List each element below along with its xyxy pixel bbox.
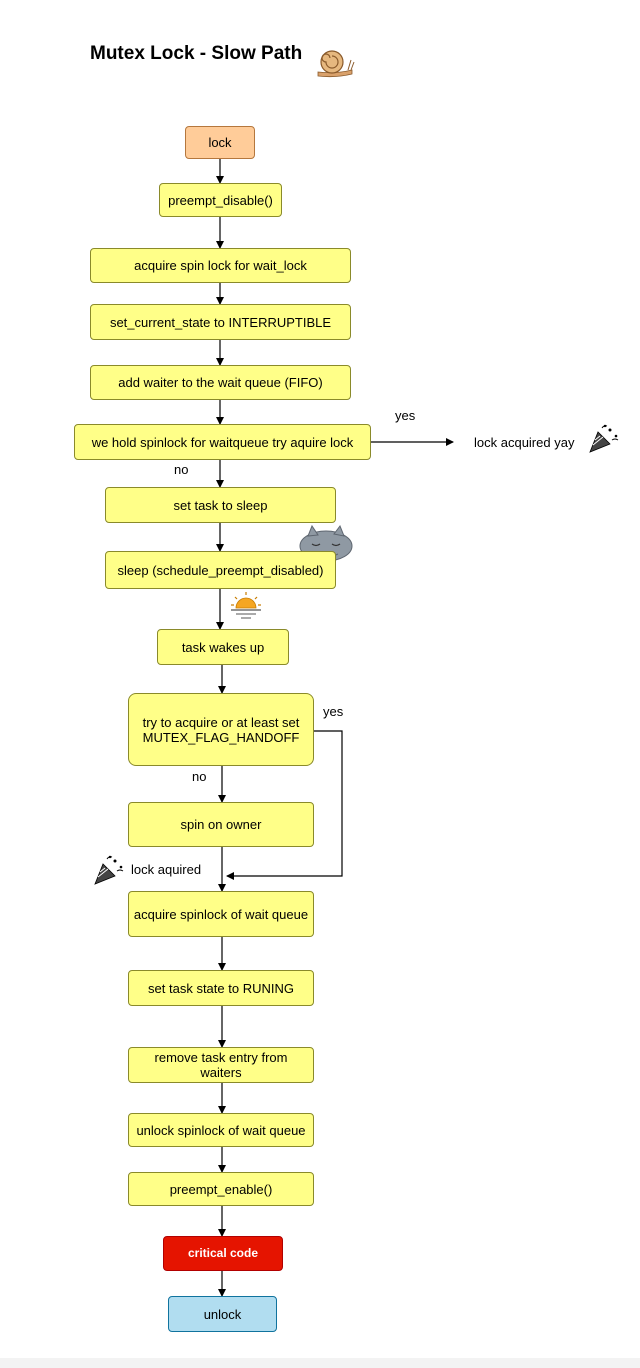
snail-icon xyxy=(317,50,355,78)
node-task-wakes-up: task wakes up xyxy=(157,629,289,665)
node-preempt-enable: preempt_enable() xyxy=(128,1172,314,1206)
node-preempt-disable: preempt_disable() xyxy=(159,183,282,217)
edge-label-no: no xyxy=(174,462,189,477)
diagram-title: Mutex Lock - Slow Path xyxy=(90,43,303,64)
edge-label-yes: yes xyxy=(395,408,416,423)
node-set-running: set task state to RUNING xyxy=(128,970,314,1006)
edge-label-yes: yes xyxy=(323,704,344,719)
node-remove-entry: remove task entry from waiters xyxy=(128,1047,314,1083)
edge-label-no: no xyxy=(192,769,207,784)
node-acquire-spin-lock: acquire spin lock for wait_lock xyxy=(90,248,351,283)
node-acquire-spinlock-wait: acquire spinlock of wait queue xyxy=(128,891,314,937)
annotation-lock-acquired-yay: lock acquired yay xyxy=(474,435,575,450)
node-spin-on-owner: spin on owner xyxy=(128,802,314,847)
node-lock: lock xyxy=(185,126,255,159)
node-unlock-spinlock: unlock spinlock of wait queue xyxy=(128,1113,314,1147)
party-popper-icon xyxy=(589,424,619,453)
party-popper-icon xyxy=(94,855,124,885)
node-critical-code: critical code xyxy=(163,1236,283,1271)
node-try-handoff: try to acquire or at least set MUTEX_FLA… xyxy=(128,693,314,766)
bottom-strip xyxy=(0,1358,640,1368)
node-set-task-sleep: set task to sleep xyxy=(105,487,336,523)
edge-handoff-acquired xyxy=(226,730,343,880)
annotation-lock-aquired: lock aquired xyxy=(131,862,202,877)
node-set-current-state: set_current_state to INTERRUPTIBLE xyxy=(90,304,351,340)
node-try-acquire-lock: we hold spinlock for waitqueue try aquir… xyxy=(74,424,371,460)
node-unlock: unlock xyxy=(168,1296,277,1332)
node-sleep: sleep (schedule_preempt_disabled) xyxy=(105,551,336,589)
sunrise-icon xyxy=(231,592,261,619)
node-add-waiter: add waiter to the wait queue (FIFO) xyxy=(90,365,351,400)
